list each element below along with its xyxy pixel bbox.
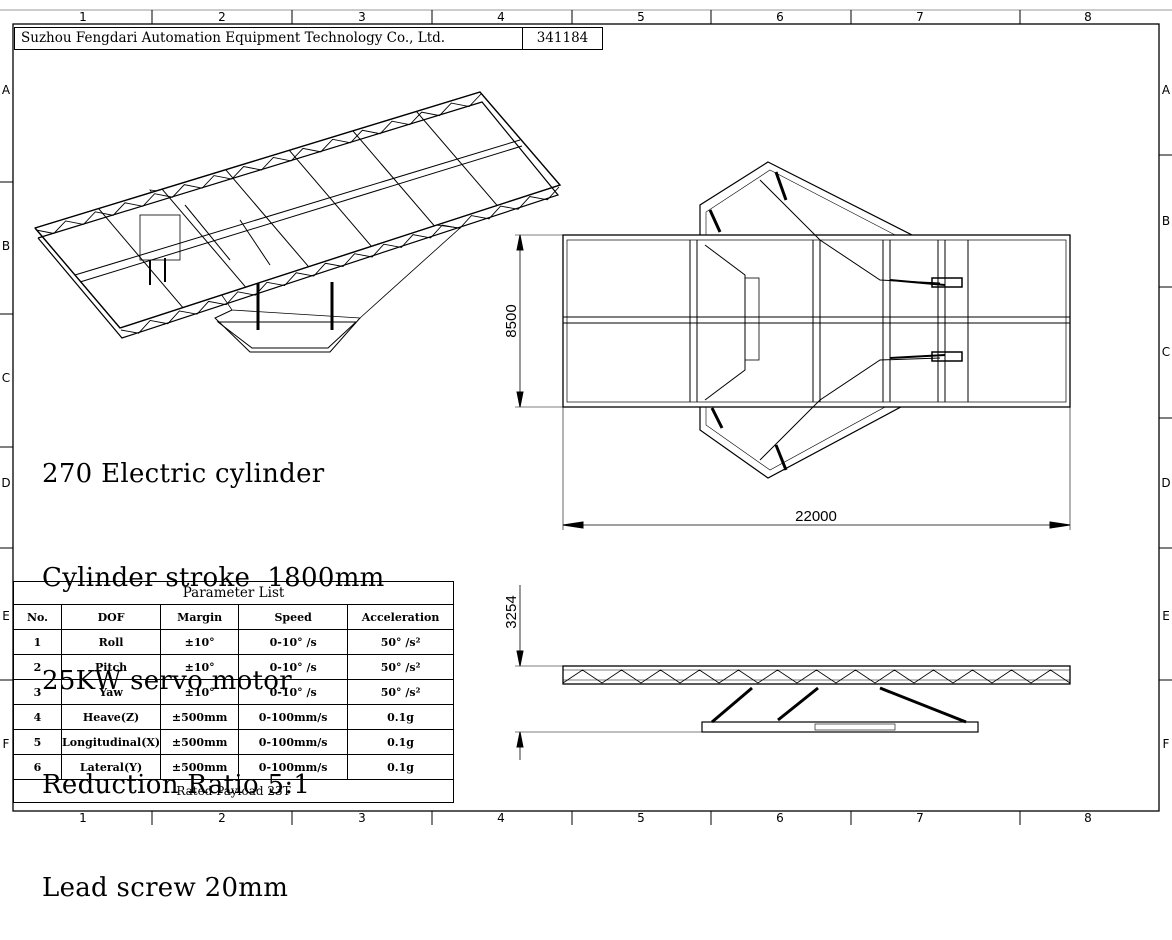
grid-column-label: 7 (916, 10, 924, 24)
top-view (515, 161, 1071, 530)
grid-column-label: 1 (79, 811, 87, 825)
table-footer: Rated Payload 23T (13, 779, 454, 803)
table-cell: 0.1g (347, 754, 454, 780)
table-cell: 4 (13, 704, 62, 730)
table-cell: 50° /s² (347, 629, 454, 655)
table-title: Parameter List (13, 581, 454, 605)
table-cell: 0.1g (347, 704, 454, 730)
grid-row-label: A (2, 83, 11, 97)
grid-column-label: 4 (497, 811, 505, 825)
dimension-width: 22000 (795, 508, 837, 525)
col-header: DOF (60, 604, 162, 630)
grid-column-label: 5 (637, 811, 645, 825)
grid-column-label: 5 (637, 10, 645, 24)
grid-column-label: 3 (358, 811, 366, 825)
grid-column-label: 2 (218, 811, 226, 825)
company-name: Suzhou Fengdari Automation Equipment Tec… (14, 27, 523, 50)
grid-row-label: F (1163, 737, 1170, 751)
table-cell: 2 (13, 654, 62, 680)
isometric-view (34, 91, 562, 353)
grid-row-label: E (2, 609, 10, 623)
table-cell: 0.1g (347, 729, 454, 755)
grid-row-label: E (1162, 609, 1170, 623)
col-header: No. (13, 604, 62, 630)
dimension-depth: 8500 (503, 304, 520, 337)
grid-row-label: D (1, 476, 10, 490)
col-header: Speed (238, 604, 349, 630)
table-cell: ±500mm (160, 729, 240, 755)
side-view (515, 585, 1071, 760)
grid-column-label: 8 (1084, 10, 1092, 24)
table-cell: ±500mm (160, 704, 240, 730)
grid-row-label: F (3, 737, 10, 751)
grid-row-label: C (2, 371, 10, 385)
table-cell: 5 (13, 729, 62, 755)
table-cell: 0-100mm/s (238, 704, 349, 730)
grid-row-label: A (1162, 83, 1171, 97)
col-header: Margin (160, 604, 240, 630)
spec-line: Lead screw 20mm (42, 873, 289, 903)
col-header: Acceleration (347, 604, 454, 630)
table-cell: ±10° (160, 629, 240, 655)
table-cell: ±500mm (160, 754, 240, 780)
table-cell: Roll (60, 629, 162, 655)
drawing-number: 341184 (523, 27, 603, 50)
table-cell: 0-100mm/s (238, 729, 349, 755)
table-header-row: No. DOF Margin Speed Acceleration (13, 604, 454, 630)
table-cell: 0-10° /s (238, 629, 349, 655)
table-cell: 6 (13, 754, 62, 780)
table-cell: 1 (13, 629, 62, 655)
table-cell: ±10° (160, 654, 240, 680)
table-cell: Longitudinal(X) (60, 729, 162, 755)
grid-row-label: D (1161, 476, 1170, 490)
table-cell: 50° /s² (347, 679, 454, 705)
grid-column-label: 7 (916, 811, 924, 825)
grid-column-label: 1 (79, 10, 87, 24)
table-cell: 3 (13, 679, 62, 705)
table-cell: 0-100mm/s (238, 754, 349, 780)
table-cell: Yaw (60, 679, 162, 705)
title-block: Suzhou Fengdari Automation Equipment Tec… (14, 27, 603, 50)
table-cell: 0-10° /s (238, 679, 349, 705)
grid-row-label: C (1162, 345, 1170, 359)
grid-row-label: B (1162, 214, 1170, 228)
grid-column-label: 3 (358, 10, 366, 24)
spec-line: 270 Electric cylinder (42, 459, 325, 489)
dimension-height: 3254 (503, 595, 520, 628)
table-cell: 50° /s² (347, 654, 454, 680)
grid-column-label: 4 (497, 10, 505, 24)
grid-row-label: B (2, 239, 10, 253)
table-cell: Lateral(Y) (60, 754, 162, 780)
table-cell: 0-10° /s (238, 654, 349, 680)
table-cell: ±10° (160, 679, 240, 705)
parameter-table: Parameter List No. DOF Margin Speed Acce… (13, 581, 454, 803)
grid-column-label: 8 (1084, 811, 1092, 825)
table-cell: Pitch (60, 654, 162, 680)
grid-column-label: 6 (776, 811, 784, 825)
table-cell: Heave(Z) (60, 704, 162, 730)
grid-column-label: 2 (218, 10, 226, 24)
grid-column-label: 6 (776, 10, 784, 24)
